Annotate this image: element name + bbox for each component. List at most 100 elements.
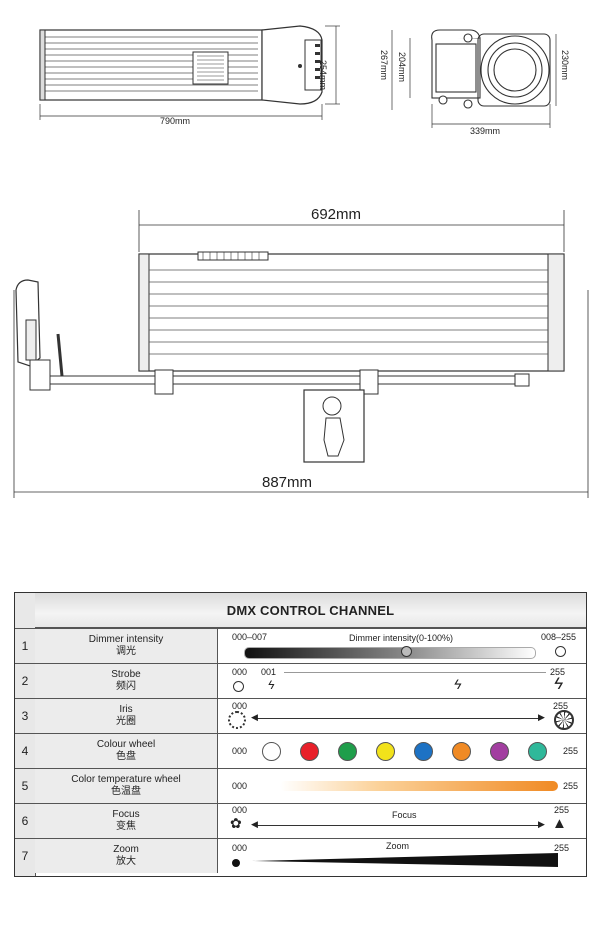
channel-values: 000 255 bbox=[218, 769, 586, 803]
value-mid: Dimmer intensity(0-100%) bbox=[349, 633, 454, 643]
open-circle-icon bbox=[555, 646, 566, 657]
value-high: 255 bbox=[563, 746, 579, 756]
open-circle-icon bbox=[233, 681, 244, 692]
colour-swatch bbox=[452, 742, 471, 761]
value-mid: Focus bbox=[392, 810, 417, 820]
dim-front-height-right: 230mm bbox=[560, 50, 570, 81]
range-arrow-line bbox=[254, 825, 540, 826]
channel-name-en: Zoom bbox=[113, 844, 139, 855]
arrow-right-icon: ▶ bbox=[538, 819, 545, 829]
zoom-wedge bbox=[252, 853, 558, 867]
colour-swatch bbox=[338, 742, 357, 761]
arrow-left-icon: ◀ bbox=[251, 819, 258, 829]
colour-swatch bbox=[490, 742, 509, 761]
channel-values: 000 Zoom 255 bbox=[218, 839, 586, 873]
channel-name-en: Dimmer intensity bbox=[88, 634, 164, 645]
value-low: 000 bbox=[232, 805, 248, 815]
dimmer-marker-icon bbox=[401, 646, 412, 657]
row-number: 6 bbox=[21, 814, 29, 828]
colour-swatch bbox=[528, 742, 547, 761]
colour-swatch bbox=[262, 742, 281, 761]
lightning-icon: ϟ bbox=[454, 676, 462, 692]
channel-values: 000 Focus 255 ✿ ◀ ▶ ▲ bbox=[218, 804, 586, 838]
channel-name-cn: 频闪 bbox=[116, 681, 136, 692]
arrow-right-icon: ▶ bbox=[538, 712, 545, 722]
colour-swatch bbox=[376, 742, 395, 761]
row-number: 7 bbox=[21, 849, 29, 863]
row-number: 1 bbox=[21, 639, 29, 653]
channel-name-en: Colour wheel bbox=[96, 739, 156, 750]
dot-icon bbox=[232, 859, 240, 867]
lightning-icon: ϟ bbox=[554, 674, 563, 693]
mountain-icon: ▲ bbox=[552, 815, 567, 832]
value-high: 255 bbox=[553, 701, 569, 711]
row-number: 5 bbox=[21, 779, 29, 793]
value-high: 255 bbox=[554, 805, 570, 815]
colour-swatch bbox=[414, 742, 433, 761]
table-title: DMX CONTROL CHANNEL bbox=[35, 593, 586, 628]
value-low: 000 bbox=[232, 746, 248, 756]
value-low: 000 bbox=[232, 667, 248, 677]
dim-front-height-inner: 204mm bbox=[397, 52, 407, 83]
value-low-2: 001 bbox=[261, 667, 277, 677]
range-arrow-line bbox=[254, 718, 540, 719]
dimmer-gradient-bar bbox=[244, 647, 536, 659]
channel-name-en: Iris bbox=[119, 704, 133, 715]
colour-swatch bbox=[300, 742, 319, 761]
value-low: 000 bbox=[232, 701, 248, 711]
iris-open-icon bbox=[554, 710, 574, 730]
channel-name-cn: 变焦 bbox=[116, 821, 136, 832]
lightning-icon: ϟ bbox=[268, 678, 275, 692]
dim-side-body-length: 692mm bbox=[311, 206, 362, 223]
row-number: 4 bbox=[21, 744, 29, 758]
value-high: 008–255 bbox=[541, 632, 577, 642]
strobe-range-line bbox=[284, 672, 546, 673]
value-high: 255 bbox=[550, 667, 566, 677]
channel-name-cn: 调光 bbox=[116, 646, 136, 657]
dim-side-total-length: 887mm bbox=[262, 474, 313, 491]
channel-name-en: Color temperature wheel bbox=[71, 774, 181, 785]
channel-name-cn: 色盘 bbox=[116, 751, 136, 762]
dim-front-height-outer: 267mm bbox=[379, 50, 389, 81]
channel-values: 000 255 bbox=[218, 734, 586, 768]
dim-top-height: 254mm bbox=[318, 60, 328, 91]
row-number: 3 bbox=[21, 709, 29, 723]
channel-name-en: Focus bbox=[112, 809, 140, 820]
row-number: 2 bbox=[21, 674, 29, 688]
value-high: 255 bbox=[554, 843, 570, 853]
channel-name-cn: 色温盘 bbox=[111, 786, 141, 797]
side-view-drawing bbox=[13, 210, 589, 498]
channel-name-en: Strobe bbox=[111, 669, 141, 680]
dim-top-length: 790mm bbox=[160, 116, 191, 126]
dim-front-width: 339mm bbox=[470, 126, 501, 136]
channel-values: 000 255 ◀ ▶ bbox=[218, 699, 586, 733]
value-mid: Zoom bbox=[386, 841, 410, 851]
top-view-drawing bbox=[39, 25, 557, 128]
color-temperature-gradient bbox=[280, 781, 558, 791]
value-high: 255 bbox=[563, 781, 579, 791]
flower-icon: ✿ bbox=[230, 815, 242, 831]
value-low: 000 bbox=[232, 781, 248, 791]
iris-closed-icon bbox=[228, 711, 246, 729]
channel-name-cn: 光圈 bbox=[116, 716, 136, 727]
channel-name-cn: 放大 bbox=[116, 856, 136, 867]
value-low: 000 bbox=[232, 843, 248, 853]
channel-values: 000 001 255 ϟ ϟ ϟ bbox=[218, 664, 586, 698]
channel-values: 000–007 Dimmer intensity(0-100%) 008–255 bbox=[218, 629, 586, 663]
arrow-left-icon: ◀ bbox=[251, 712, 258, 722]
